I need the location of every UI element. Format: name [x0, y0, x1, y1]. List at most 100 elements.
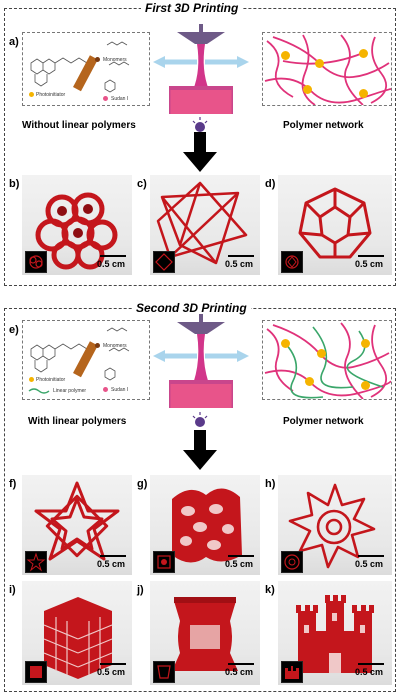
design-inset-k — [281, 661, 303, 683]
panel-label-i: i) — [9, 584, 16, 596]
crosslink-node — [361, 381, 370, 390]
photo-panel-h: 0.5 cm — [278, 475, 392, 575]
crosslink-node — [303, 85, 312, 94]
panel-label-b: b) — [9, 178, 20, 190]
legend-photoinitiator-2: Photoinitiator — [36, 377, 66, 383]
scale-bar-i — [100, 663, 126, 665]
photo-panel-j: 0.5 cm — [150, 581, 260, 685]
uv-light-icon — [192, 117, 208, 132]
scale-bar-g — [228, 555, 254, 557]
sudan-dot — [103, 387, 108, 392]
printed-cubic-lattice-i — [43, 597, 113, 679]
chemical-structures-graphic — [30, 41, 130, 93]
sudan-dot — [103, 96, 108, 101]
design-inset-i — [25, 661, 47, 683]
panel-label-e: e) — [9, 324, 19, 336]
printed-hollow-vessel-j — [172, 597, 238, 671]
design-inset-j — [153, 661, 175, 683]
design-inset-d — [281, 251, 303, 273]
caption-with-linear-polymers: With linear polymers — [28, 416, 127, 427]
legend-sudan: Sudan I — [111, 96, 129, 102]
scale-bar-d — [358, 255, 384, 257]
photoinitiator-dot — [29, 92, 34, 97]
scale-label-c: 0.5 cm — [225, 259, 254, 269]
dlp-printer-illustration — [153, 24, 249, 114]
design-inset-c — [153, 251, 175, 273]
photoinitiator-dot — [29, 377, 34, 382]
photo-panel-f: 0.5 cm — [22, 475, 132, 575]
scale-label-i: 0.5 cm — [97, 667, 126, 677]
process-arrow-shaft-2 — [194, 430, 206, 450]
crosslink-node — [359, 49, 368, 58]
monomer-dot — [95, 57, 100, 62]
panel-label-j: j) — [137, 584, 144, 596]
first-printing-title: First 3D Printing — [141, 1, 243, 15]
photo-panel-b: 0.5 cm — [22, 175, 132, 275]
polymer-network-first — [262, 32, 392, 106]
printed-star-disk-h — [288, 483, 376, 569]
legend-monomers-2: Monomers — [103, 343, 127, 349]
scale-bar-f — [100, 555, 126, 557]
legend-linear-polymer: Linear polymer — [53, 388, 87, 394]
polymer-network-second — [262, 320, 392, 400]
design-inset-h — [281, 551, 303, 573]
design-inset-g — [153, 551, 175, 573]
scale-bar-j — [228, 663, 254, 665]
panel-label-c: c) — [137, 178, 147, 190]
panel-label-g: g) — [137, 478, 148, 490]
scale-label-k: 0.5 cm — [355, 667, 384, 677]
chemistry-schematic-with-linear: Monomers Photoinitiator Linear polymer S… — [22, 320, 150, 400]
panel-label-h: h) — [265, 478, 276, 490]
scale-label-h: 0.5 cm — [355, 559, 384, 569]
dlp-printer-illustration-2 — [153, 314, 249, 408]
scale-label-g: 0.5 cm — [225, 559, 254, 569]
photo-panel-d: 0.5 cm — [278, 175, 392, 275]
printed-gyroid-g — [172, 488, 242, 563]
process-arrow-shaft — [194, 132, 206, 152]
panel-label-f: f) — [9, 478, 17, 490]
panel-label-a: a) — [9, 36, 19, 48]
network-chains-graphic-2 — [264, 322, 391, 399]
scale-bar-b — [100, 255, 126, 257]
printed-star-lattice-f — [34, 481, 120, 561]
printed-castle-k — [296, 595, 374, 673]
chemical-structures-graphic-2 — [28, 327, 130, 394]
legend-sudan-2: Sudan I — [111, 387, 129, 393]
crosslink-node — [361, 339, 370, 348]
scale-bar-c — [228, 255, 254, 257]
process-arrow-head-2 — [183, 450, 217, 470]
caption-polymer-network-second: Polymer network — [283, 416, 364, 427]
photo-panel-i: 0.5 cm — [22, 581, 132, 685]
uv-light-icon-2 — [192, 412, 208, 427]
scale-label-j: 0.5 cm — [225, 667, 254, 677]
scale-label-b: 0.5 cm — [97, 259, 126, 269]
scale-label-d: 0.5 cm — [355, 259, 384, 269]
process-arrow-head — [183, 152, 217, 172]
photo-panel-c: 0.5 cm — [150, 175, 260, 275]
legend-photoinitiator: Photoinitiator — [36, 92, 66, 98]
caption-polymer-network-first: Polymer network — [283, 120, 364, 131]
monomer-dot — [95, 343, 100, 348]
photo-panel-g: 0.5 cm — [150, 475, 260, 575]
design-inset-f — [25, 551, 47, 573]
photo-panel-k: 0.5 cm — [278, 581, 392, 685]
scale-bar-k — [358, 663, 384, 665]
design-inset-b — [25, 251, 47, 273]
chemistry-schematic-without-linear: Monomers Photoinitiator Sudan I — [22, 32, 150, 106]
caption-without-linear-polymers: Without linear polymers — [22, 120, 136, 131]
printed-lattice-ball — [35, 192, 118, 270]
crosslink-node — [281, 339, 290, 348]
panel-label-k: k) — [265, 584, 275, 596]
legend-monomers: Monomers — [103, 57, 127, 63]
panel-label-d: d) — [265, 178, 276, 190]
crosslink-node — [317, 349, 326, 358]
scale-label-f: 0.5 cm — [97, 559, 126, 569]
scale-bar-h — [358, 555, 384, 557]
crosslink-node — [305, 377, 314, 386]
crosslink-node — [315, 59, 324, 68]
crosslink-node — [281, 51, 290, 60]
second-printing-title: Second 3D Printing — [132, 301, 251, 315]
printed-polyhedron — [298, 187, 372, 259]
crosslink-node — [359, 89, 368, 98]
network-chains-graphic — [264, 34, 391, 105]
